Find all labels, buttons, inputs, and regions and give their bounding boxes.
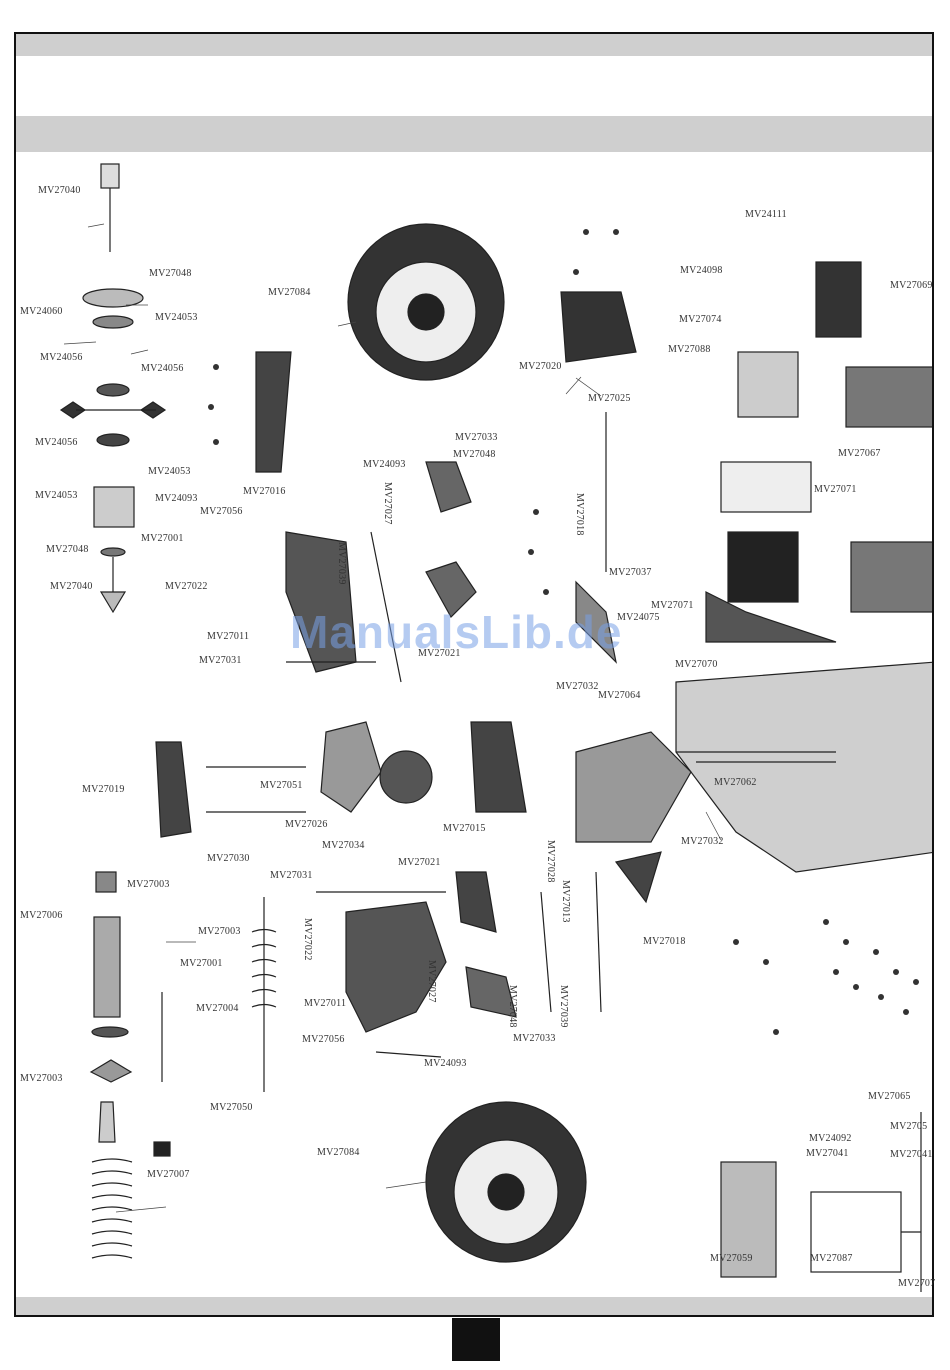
part-label: MV24053 (148, 466, 191, 477)
part-label: MV27039 (558, 985, 569, 1028)
part-label: MV24056 (35, 437, 78, 448)
header-band-top (16, 34, 932, 56)
part-label: MV27004 (196, 1003, 239, 1014)
part-label: MV24060 (20, 306, 63, 317)
part-label: MV27074 (679, 314, 722, 325)
footer-band (16, 1297, 932, 1315)
part-label: MV27030 (207, 853, 250, 864)
part-label: MV24093 (155, 493, 198, 504)
part-label: MV27062 (714, 777, 757, 788)
part-label: MV27070 (675, 659, 718, 670)
part-label: MV27069 (890, 280, 933, 291)
part-label: MV24093 (424, 1058, 467, 1069)
page-tab (452, 1318, 500, 1361)
part-label: MV27088 (668, 344, 711, 355)
part-label: MV27048 (507, 985, 518, 1028)
part-label: MV27056 (302, 1034, 345, 1045)
part-label: MV27084 (268, 287, 311, 298)
part-label: MV27020 (519, 361, 562, 372)
part-label: MV27033 (455, 432, 498, 443)
part-label: MV2707 (898, 1278, 936, 1289)
part-label: MV27027 (382, 482, 393, 525)
part-label: MV27013 (560, 880, 571, 923)
part-label: MV27028 (545, 840, 556, 883)
part-label: MV24092 (809, 1133, 852, 1144)
part-label: MV27048 (149, 268, 192, 279)
part-label: MV27048 (46, 544, 89, 555)
part-label: MV27025 (588, 393, 631, 404)
part-label: MV27027 (426, 960, 437, 1003)
part-label: MV27011 (304, 998, 347, 1009)
part-label: MV27031 (270, 870, 313, 881)
part-label: MV27033 (513, 1033, 556, 1044)
part-label: MV24098 (680, 265, 723, 276)
part-label: MV27032 (681, 836, 724, 847)
part-label: MV24053 (155, 312, 198, 323)
part-label: MV2705 (890, 1121, 928, 1132)
part-label: MV27039 (336, 542, 347, 585)
part-label: MV27003 (20, 1073, 63, 1084)
watermark: ManualsLib.de (290, 606, 623, 658)
part-label: MV27007 (147, 1169, 190, 1180)
part-label: MV27003 (127, 879, 170, 890)
part-label: MV27087 (810, 1253, 853, 1264)
part-label: MV27021 (418, 648, 461, 659)
part-label: MV24056 (141, 363, 184, 374)
part-label: MV27059 (710, 1253, 753, 1264)
part-label: MV24111 (745, 209, 787, 220)
part-label: MV27032 (556, 681, 599, 692)
part-label: MV27018 (643, 936, 686, 947)
part-label: MV27084 (317, 1147, 360, 1158)
part-label: MV27040 (50, 581, 93, 592)
part-label: MV27031 (199, 655, 242, 666)
part-label: MV24075 (617, 612, 660, 623)
part-label: MV27001 (141, 533, 184, 544)
part-label: MV27040 (38, 185, 81, 196)
part-label: MV27048 (453, 449, 496, 460)
part-label: MV27019 (82, 784, 125, 795)
part-label: MV27064 (598, 690, 641, 701)
part-label: MV27016 (243, 486, 286, 497)
part-label: MV24056 (40, 352, 83, 363)
part-label: MV27011 (207, 631, 250, 642)
part-label: MV27065 (868, 1091, 911, 1102)
page-frame (14, 32, 934, 1317)
part-label: MV27021 (398, 857, 441, 868)
part-label: MV27056 (200, 506, 243, 517)
part-label: MV27037 (609, 567, 652, 578)
part-label: MV27034 (322, 840, 365, 851)
part-label: MV27071 (651, 600, 694, 611)
part-label: MV24093 (363, 459, 406, 470)
part-label: MV27006 (20, 910, 63, 921)
part-label: MV27071 (814, 484, 857, 495)
exploded-parts-diagram (59, 163, 932, 1292)
part-label: MV27067 (838, 448, 881, 459)
part-label: MV27041 (806, 1148, 849, 1159)
part-label: MV27051 (260, 780, 303, 791)
part-label: MV27018 (574, 493, 585, 536)
part-label: MV27041 (890, 1149, 933, 1160)
part-label: MV27015 (443, 823, 486, 834)
part-label: MV27026 (285, 819, 328, 830)
part-label: MV27022 (302, 918, 313, 961)
part-label: MV24053 (35, 490, 78, 501)
part-label: MV27050 (210, 1102, 253, 1113)
part-label: MV27022 (165, 581, 208, 592)
part-label: MV27003 (198, 926, 241, 937)
header-band-mid (16, 116, 932, 152)
part-label: MV27001 (180, 958, 223, 969)
